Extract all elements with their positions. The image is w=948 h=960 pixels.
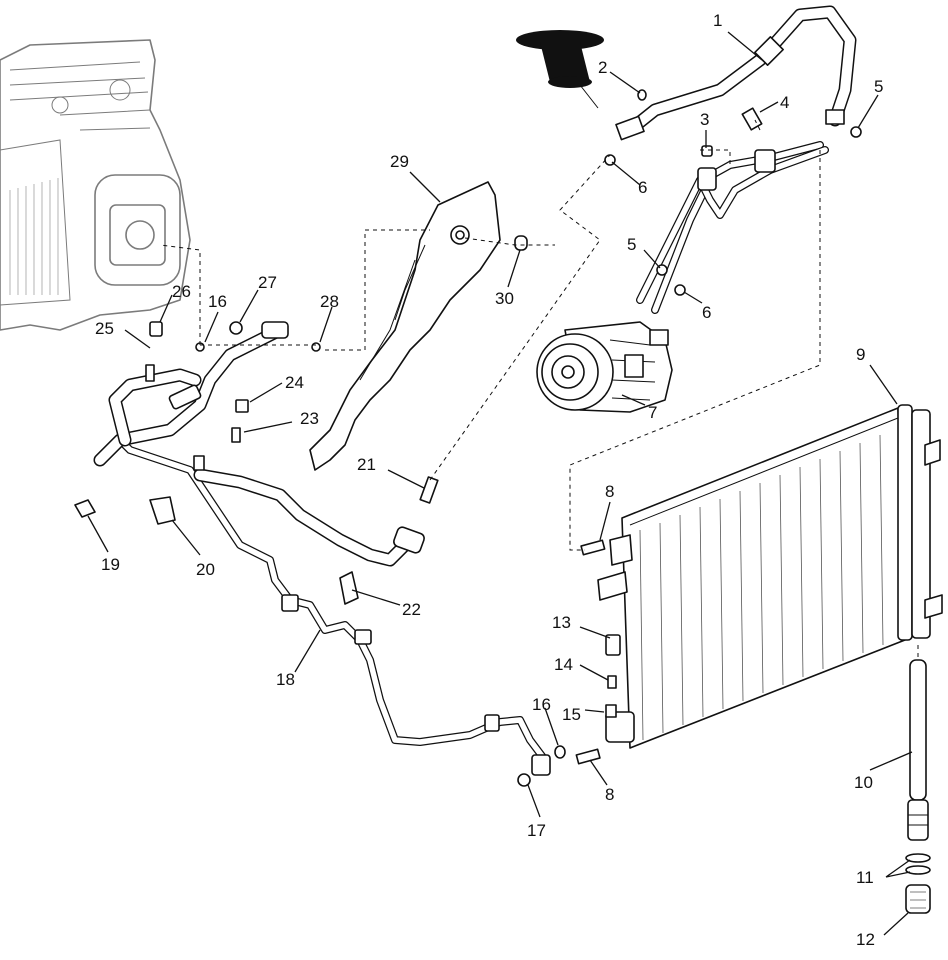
condenser [597, 404, 943, 749]
callout-21: 21 [357, 455, 376, 474]
callout-27: 27 [258, 273, 277, 292]
callout-22: 22 [402, 600, 421, 619]
callout-15: 15 [562, 705, 581, 724]
assembly-alignment-lines [159, 119, 919, 660]
callout-16b: 16 [532, 695, 551, 714]
callout-13: 13 [552, 613, 571, 632]
small-fittings [74, 89, 862, 787]
callout-6: 6 [638, 178, 647, 197]
callout-9: 9 [856, 345, 865, 364]
callout-19: 19 [101, 555, 120, 574]
evaporator-hose-assembly [93, 321, 425, 567]
callout-12: 12 [856, 930, 875, 949]
receiver-dehydrator [905, 659, 931, 914]
callout-10: 10 [854, 773, 873, 792]
heat-shield-bracket [309, 181, 501, 471]
callout-28: 28 [320, 292, 339, 311]
callout-labels: 1 2 3 4 5 6 5 6 7 8 9 10 11 12 13 14 15 … [95, 11, 883, 949]
callout-3: 3 [700, 110, 709, 129]
hvac-module-housing [0, 39, 191, 331]
callout-30: 30 [495, 289, 514, 308]
suction-hose-assembly [615, 5, 857, 141]
callout-4: 4 [780, 93, 789, 112]
callout-5b: 5 [627, 235, 636, 254]
liquid-line-assembly [116, 436, 551, 776]
callout-29: 29 [390, 152, 409, 171]
callout-17: 17 [527, 821, 546, 840]
callout-5: 5 [874, 77, 883, 96]
callout-14: 14 [554, 655, 573, 674]
ac-compressor [536, 321, 673, 413]
callout-11: 11 [856, 868, 874, 887]
callout-2: 2 [598, 58, 607, 77]
callout-8b: 8 [605, 785, 614, 804]
callout-8: 8 [605, 482, 614, 501]
special-tool-icon [516, 30, 604, 109]
leader-lines [87, 31, 913, 936]
callout-20: 20 [196, 560, 215, 579]
callout-1: 1 [713, 11, 722, 30]
compressor-discharge-lines [636, 141, 829, 314]
callout-25: 25 [95, 319, 114, 338]
callout-26: 26 [172, 282, 191, 301]
callout-24: 24 [285, 373, 304, 392]
callout-18: 18 [276, 670, 295, 689]
callout-7: 7 [648, 403, 657, 422]
callout-6b: 6 [702, 303, 711, 322]
callout-23: 23 [300, 409, 319, 428]
callout-16: 16 [208, 292, 227, 311]
